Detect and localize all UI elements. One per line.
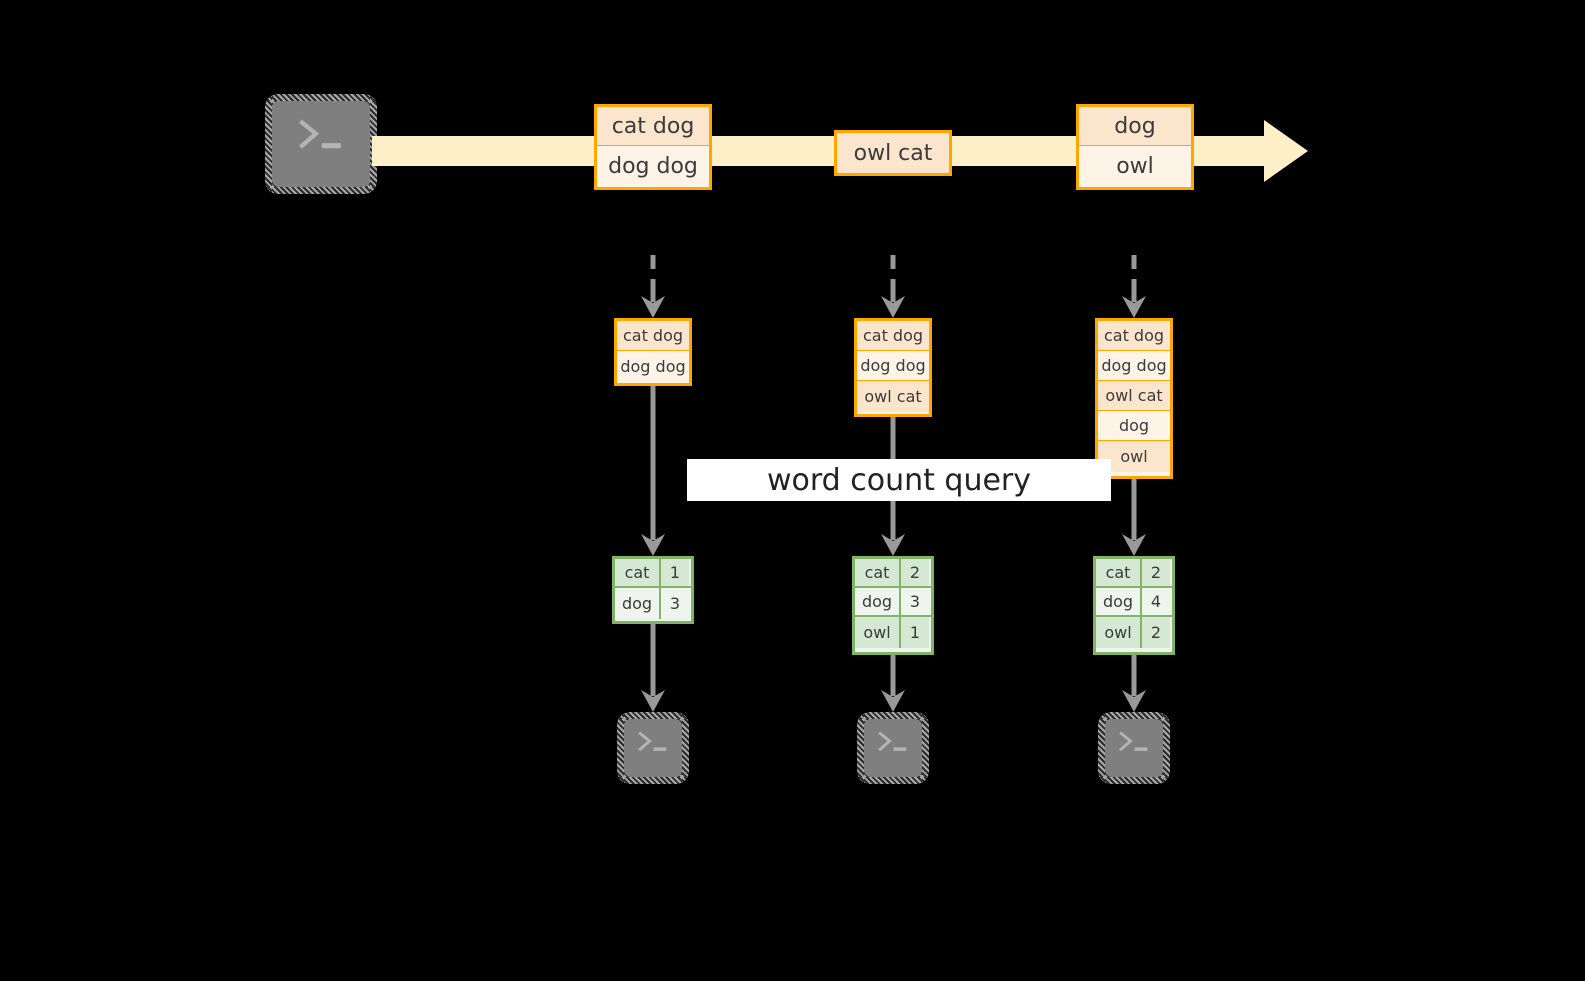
event-row: dog <box>1079 107 1191 146</box>
event-row: cat dog <box>857 321 929 351</box>
result-word-cell: cat <box>615 559 661 586</box>
query-arrow-1 <box>638 386 668 556</box>
event-row: dog dog <box>1098 351 1170 381</box>
result-count-cell: 3 <box>661 588 689 619</box>
word-count-query-label: word count query <box>687 459 1111 501</box>
terminal-screen <box>864 719 922 777</box>
inbound-arrow-3 <box>1119 255 1149 318</box>
inbound-arrow-1 <box>638 255 668 318</box>
result-count-cell: 3 <box>901 588 929 615</box>
source-terminal-icon <box>265 94 377 194</box>
result-word-cell: dog <box>615 588 661 619</box>
result-count-cell: 4 <box>1142 588 1170 615</box>
terminal-prompt-icon <box>878 731 907 752</box>
sink-arrow-1 <box>638 624 668 712</box>
terminal-screen <box>272 101 370 187</box>
terminal-prompt-icon <box>1119 731 1148 752</box>
result-count-cell: 2 <box>1142 559 1170 586</box>
result-count-cell: 2 <box>901 559 929 586</box>
result-word-cell: owl <box>855 617 901 648</box>
result-word-cell: cat <box>1096 559 1142 586</box>
result-word-cell: cat <box>855 559 901 586</box>
result-word-cell: owl <box>1096 617 1142 648</box>
result-count-cell: 2 <box>1142 617 1170 648</box>
result-word-cell: dog <box>1096 588 1142 615</box>
event-row: owl cat <box>1098 381 1170 411</box>
event-row: owl cat <box>857 381 929 412</box>
sink-arrow-2 <box>878 655 908 712</box>
event-row: owl <box>1098 441 1170 472</box>
sink-terminal-icon-3 <box>1098 712 1170 784</box>
result-count-cell: 1 <box>661 559 689 586</box>
sink-terminal-icon-1 <box>617 712 689 784</box>
event-row: dog dog <box>597 146 709 186</box>
inbound-arrow-2 <box>878 255 908 318</box>
event-row: cat dog <box>597 107 709 146</box>
query-arrow-3 <box>1119 479 1149 556</box>
result-word-cell: dog <box>855 588 901 615</box>
sink-terminal-icon-2 <box>857 712 929 784</box>
event-row: cat dog <box>1098 321 1170 351</box>
event-row: dog dog <box>857 351 929 381</box>
stream-event-box-2: owl cat <box>834 130 952 176</box>
event-row: dog <box>1098 411 1170 441</box>
event-row: owl <box>1079 146 1191 186</box>
stream-arrowhead <box>1264 120 1314 182</box>
event-row: owl cat <box>837 133 949 173</box>
event-row: dog dog <box>617 351 689 382</box>
event-row: cat dog <box>617 321 689 351</box>
terminal-prompt-icon <box>299 119 341 149</box>
result-count-cell: 1 <box>901 617 929 648</box>
sink-arrow-3 <box>1119 655 1149 712</box>
terminal-prompt-icon <box>638 731 667 752</box>
terminal-screen <box>1105 719 1163 777</box>
terminal-screen <box>624 719 682 777</box>
